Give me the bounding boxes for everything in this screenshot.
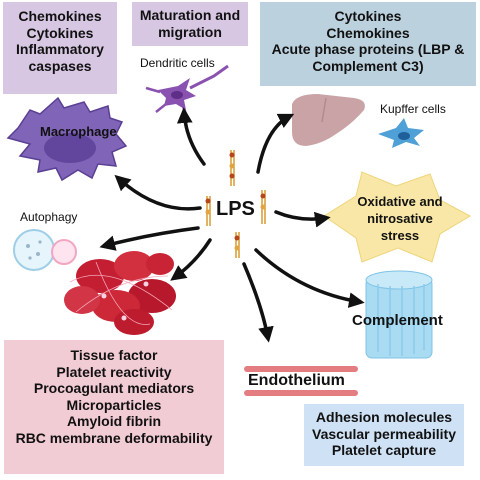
box-line: Cytokines [26,24,94,41]
box-line: RBC membrane deformability [15,429,213,446]
lps-molecules-icon [205,150,266,258]
box-line: Complement C3) [312,57,424,74]
box-line: Adhesion molecules [315,409,453,425]
acute-phase-box: Cytokines Chemokines Acute phase protein… [260,2,476,86]
box-line: Platelet reactivity [56,363,172,380]
complement-label: Complement [352,312,443,329]
box-line: Amyloid fibrin [66,413,162,430]
box-line: Chemokines [18,8,102,24]
box-line: Microparticles [66,396,162,413]
liver-icon [292,94,365,146]
box-line: Maturation and [139,7,241,23]
arrow-to-macrophage [114,174,202,211]
kupffer-cell-icon [378,118,424,148]
kupffer-cells-label: Kupffer cells [380,102,446,116]
arrows [99,107,365,343]
box-line: Vascular permeability [312,425,456,442]
inflammation-box: Chemokines Cytokines Inflammatory caspas… [3,2,117,94]
oxidative-stress-label: Oxidative and nitrosative stress [352,194,448,245]
box-line: Platelet capture [331,442,437,459]
stress-line: nitrosative [367,210,433,226]
arrow-to-liver [256,113,295,174]
arrow-to-autophagy [99,226,200,251]
autophagy-label: Autophagy [20,210,78,224]
macrophage-label: Macrophage [40,124,117,139]
stress-line: Oxidative and [357,194,443,209]
arrow-to-dendritic [176,107,206,166]
endothelium-icon [244,366,358,396]
vascular-box: Adhesion molecules Vascular permeability… [304,404,464,466]
arrow-to-endothelium [242,262,274,343]
arrow-to-rbc [170,238,212,281]
arrow-to-complement [254,248,365,308]
box-line: Tissue factor [70,347,158,363]
lps-label: LPS [216,198,255,220]
box-line: caspases [28,57,92,74]
box-line: migration [158,23,222,40]
dendritic-cell-icon [145,64,229,115]
oxidative-stress-star-icon [323,171,472,263]
dendritic-cells-label: Dendritic cells [140,56,215,70]
autophagy-icon [13,229,77,271]
complement-icon [365,270,433,359]
box-line: Procoagulant mediators [33,380,195,397]
endothelium-label: Endothelium [248,372,345,389]
coagulation-box: Tissue factor Platelet reactivity Procoa… [4,340,224,474]
red-blood-cells-icon [64,251,176,335]
box-line: Cytokines [334,8,402,24]
maturation-box: Maturation and migration [132,2,248,46]
box-line: Chemokines [326,24,410,41]
box-line: Inflammatory [16,41,104,58]
box-line: Acute phase proteins (LBP & [271,41,465,58]
macrophage-icon [6,96,128,182]
stress-line: stress [380,227,420,243]
arrow-to-stress [274,210,331,228]
